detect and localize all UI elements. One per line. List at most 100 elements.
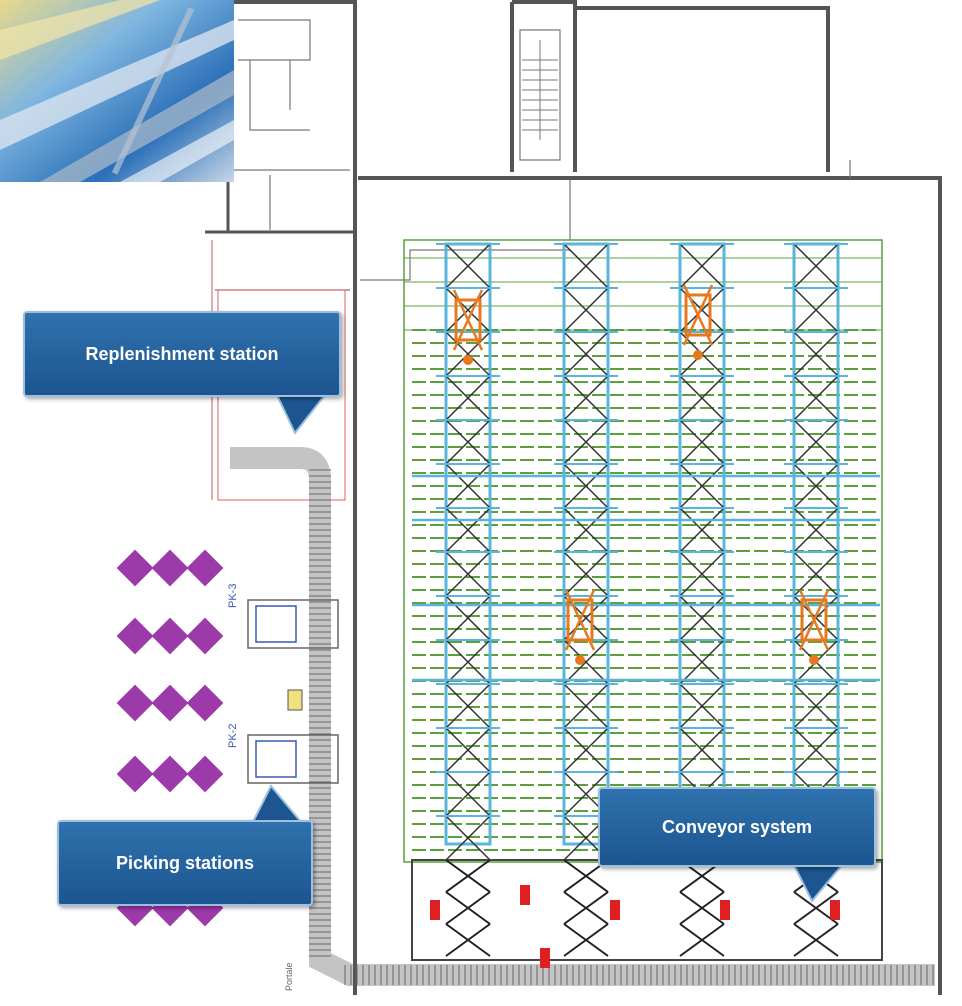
crane-hook — [693, 350, 703, 360]
picking-station-block — [247, 599, 339, 711]
picking-callout-label: Picking stations — [57, 820, 313, 906]
aisle-cross-brace — [445, 375, 491, 421]
bottom-cross-brace — [445, 859, 491, 893]
aisle-cross-brace — [679, 551, 725, 597]
station-frame — [247, 734, 339, 784]
workstation-tile — [116, 549, 154, 587]
aisle-2 — [554, 242, 618, 861]
station-frame — [247, 599, 339, 649]
workstation-tile — [186, 755, 224, 793]
bottom-cross-brace — [563, 923, 609, 957]
bottom-cross-brace — [445, 923, 491, 957]
crane-body — [454, 298, 482, 342]
aisle-cross-brace — [793, 419, 839, 465]
workstation-tile — [116, 617, 154, 655]
workstation-tile — [186, 617, 224, 655]
aisle-cross-brace — [563, 243, 609, 289]
workstation-tile — [151, 684, 189, 722]
red-room-outline — [217, 289, 346, 501]
workstation-tile — [116, 684, 154, 722]
red-transfer-block — [540, 948, 550, 968]
aisle-cross-brace — [793, 463, 839, 509]
aisle-cross-brace — [445, 287, 491, 333]
bottom-cross-brace — [679, 891, 725, 925]
crane — [452, 289, 484, 365]
aisle-cross-brace — [793, 727, 839, 773]
crane-hook — [575, 655, 585, 665]
red-transfer-block — [610, 900, 620, 920]
aisle-cross-brace — [563, 639, 609, 685]
aisle-cross-brace — [563, 507, 609, 553]
red-transfer-block — [830, 900, 840, 920]
aisle-cross-brace — [445, 551, 491, 597]
building-walls — [205, 0, 942, 995]
aisle-4 — [784, 242, 848, 861]
bottom-left-label: Portale — [284, 962, 294, 991]
red-transfer-block — [430, 900, 440, 920]
aisle-frame — [792, 242, 840, 846]
crane-arms — [682, 284, 714, 346]
aisle-cross-brace — [679, 639, 725, 685]
aisle-cross-brace — [445, 683, 491, 729]
aisle-cross-brace — [793, 683, 839, 729]
aisle-cross-brace — [563, 727, 609, 773]
replenishment-callout: Replenishment station — [23, 311, 341, 435]
pk-upper-label: PK-3 — [227, 584, 239, 608]
red-transfer-block — [520, 885, 530, 905]
aisle-cross-brace — [445, 507, 491, 553]
stairs — [522, 40, 558, 140]
bottom-cross-brace — [445, 891, 491, 925]
stacker-cranes — [452, 284, 830, 665]
aisle-cross-brace — [679, 595, 725, 641]
workstation-tile — [151, 549, 189, 587]
workstation-tile — [151, 617, 189, 655]
aisle-cross-brace — [445, 595, 491, 641]
aisle-frame — [444, 242, 492, 846]
station-box — [287, 689, 303, 711]
conveyor-loop — [230, 447, 935, 986]
aisle-cross-brace — [445, 331, 491, 377]
crane-hook — [809, 655, 819, 665]
bottom-cross-brace — [679, 923, 725, 957]
station-inner — [255, 605, 297, 643]
aisle-cross-brace — [563, 419, 609, 465]
pk-lower-label: PK-2 — [227, 724, 239, 748]
red-transfer-block — [720, 900, 730, 920]
aisle-cross-brace — [679, 727, 725, 773]
aisle-frame — [562, 242, 610, 846]
aisle-cross-brace — [445, 419, 491, 465]
workstation-tile — [116, 755, 154, 793]
crane-body — [800, 598, 828, 642]
aisle-cross-brace — [793, 331, 839, 377]
aisle-cross-brace — [793, 287, 839, 333]
aisle-cross-brace — [563, 287, 609, 333]
aisle-cross-brace — [679, 375, 725, 421]
crane-hook — [463, 355, 473, 365]
conveyor-callout-label: Conveyor system — [598, 787, 876, 867]
aisle-cross-brace — [679, 683, 725, 729]
aisle-cross-brace — [793, 243, 839, 289]
replenishment-callout-label: Replenishment station — [23, 311, 341, 397]
crane-arms — [798, 589, 830, 651]
aisle-cross-brace — [679, 243, 725, 289]
aisle-cross-brace — [445, 727, 491, 773]
crane — [798, 589, 830, 665]
aisle-cross-brace — [793, 507, 839, 553]
warehouse-photo-thumbnail — [0, 0, 234, 182]
aisle-cross-brace — [793, 375, 839, 421]
crane-body — [566, 598, 594, 642]
aisle-cross-brace — [445, 815, 491, 861]
aisle-cross-brace — [563, 683, 609, 729]
crane-arms — [452, 289, 484, 351]
station-inner — [255, 740, 297, 778]
aisle-1 — [436, 242, 500, 861]
conveyor-callout: Conveyor system — [598, 787, 876, 903]
crane-arms — [564, 589, 596, 651]
aisle-cross-brace — [563, 551, 609, 597]
aisle-cross-brace — [563, 331, 609, 377]
aisle-cross-brace — [445, 771, 491, 817]
picking-callout: Picking stations — [57, 784, 313, 906]
workstation-tile — [151, 755, 189, 793]
bottom-cross-brace — [563, 891, 609, 925]
